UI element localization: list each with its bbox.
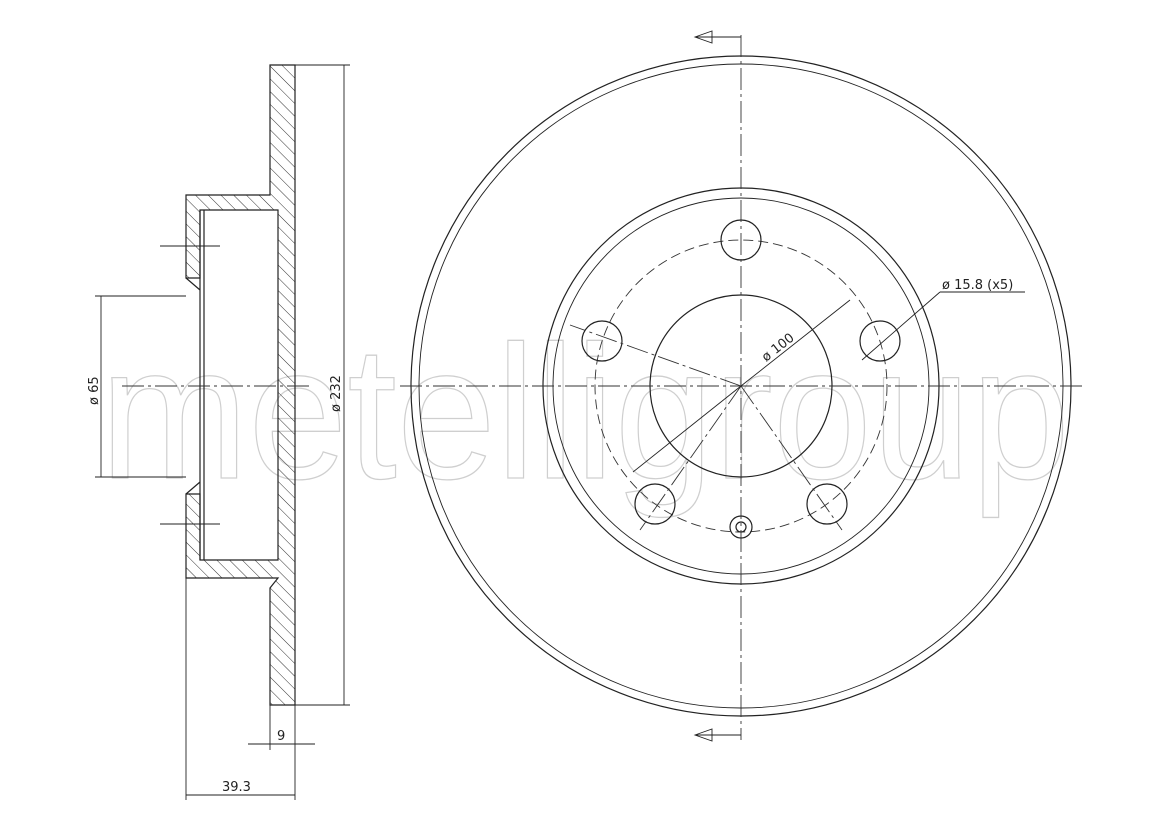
bolt-hole	[634, 483, 676, 525]
dim-height: 39.3	[222, 780, 251, 795]
bolt-hole	[806, 483, 848, 525]
dim-bolt-holes: ø 15.8 (x5)	[942, 278, 1013, 293]
dim-outer-diameter: ø 232	[329, 375, 344, 412]
dim-hub-bore: ø 65	[87, 376, 102, 405]
bolt-hole	[581, 320, 623, 362]
watermark-logo: metelligroup	[100, 307, 1070, 519]
dim-thickness: 9	[277, 729, 285, 744]
side-section-view: ø 65 ø 232 9 39.3	[87, 64, 350, 800]
front-view: ø 15.8 (x5) ø 100	[400, 30, 1082, 742]
bolt-hole	[859, 320, 901, 362]
